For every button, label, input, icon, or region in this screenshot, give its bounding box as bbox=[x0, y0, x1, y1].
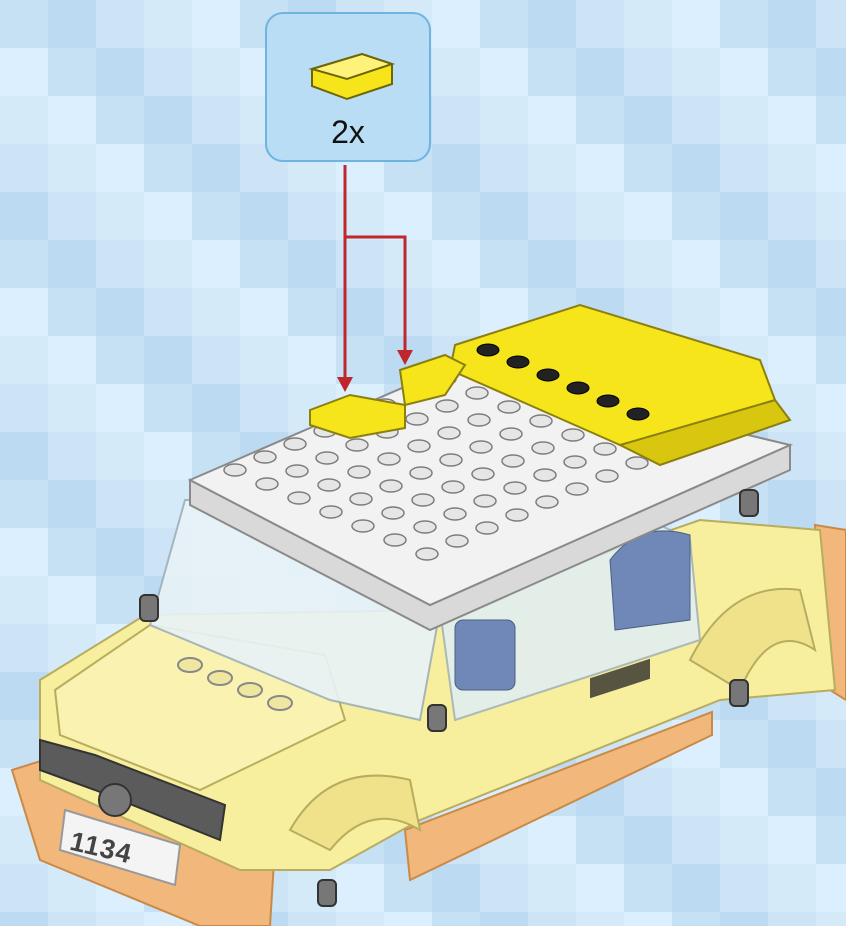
arrow-head-right bbox=[397, 350, 413, 365]
parts-callout: 2x bbox=[265, 12, 431, 162]
yellow-slope-brick-icon bbox=[267, 14, 433, 114]
front-seat bbox=[455, 620, 515, 690]
placement-arrows bbox=[345, 165, 405, 380]
arrow-head-left bbox=[337, 377, 353, 392]
part-quantity: 2x bbox=[267, 114, 429, 151]
emblem bbox=[99, 784, 131, 816]
